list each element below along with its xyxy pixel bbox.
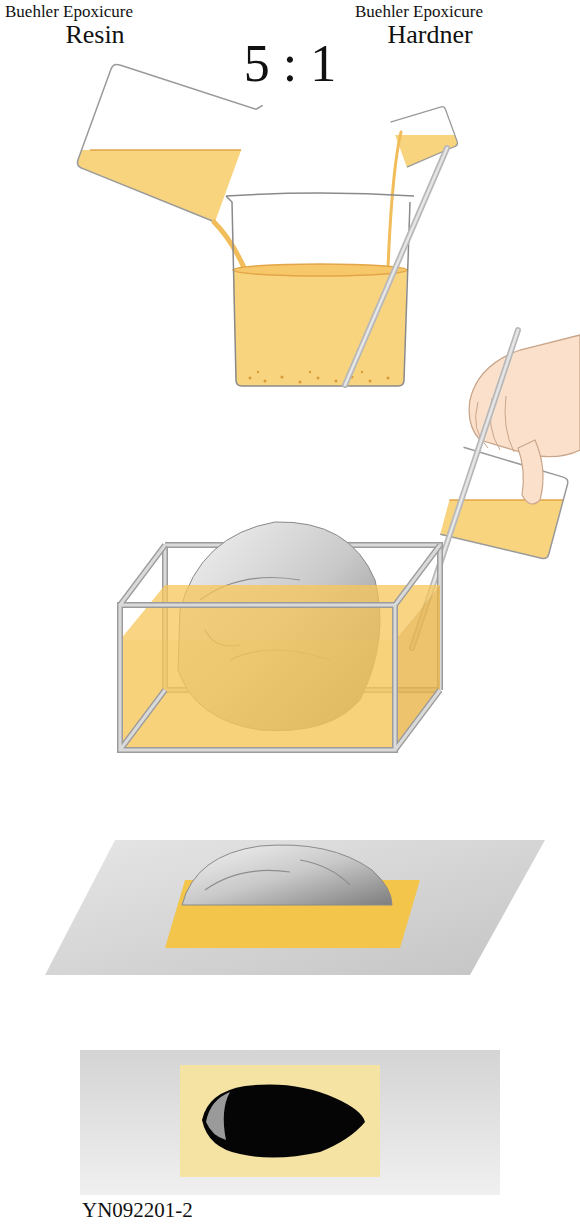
- ratio-label: 5 : 1: [205, 38, 375, 90]
- panel-ground: [80, 1050, 500, 1195]
- material-label: Hardner: [355, 20, 505, 50]
- material-label: Buehler Epoxicure: [355, 2, 525, 22]
- material-label: Buehler Epoxicure: [5, 2, 165, 22]
- specimen-panel: YN092201-2: [80, 1050, 500, 1224]
- cured-block: [45, 840, 545, 975]
- mould-box: [120, 522, 440, 750]
- resin-block: [180, 1065, 380, 1177]
- specimen-section: [202, 1085, 365, 1158]
- specimen-edge: [206, 1092, 230, 1140]
- hardener-cup: [380, 103, 460, 268]
- section-image: [80, 1050, 500, 1195]
- specimen-id: YN092201-2: [80, 1198, 500, 1222]
- material-label: Resin: [20, 20, 170, 50]
- mixing-beaker: [226, 148, 447, 386]
